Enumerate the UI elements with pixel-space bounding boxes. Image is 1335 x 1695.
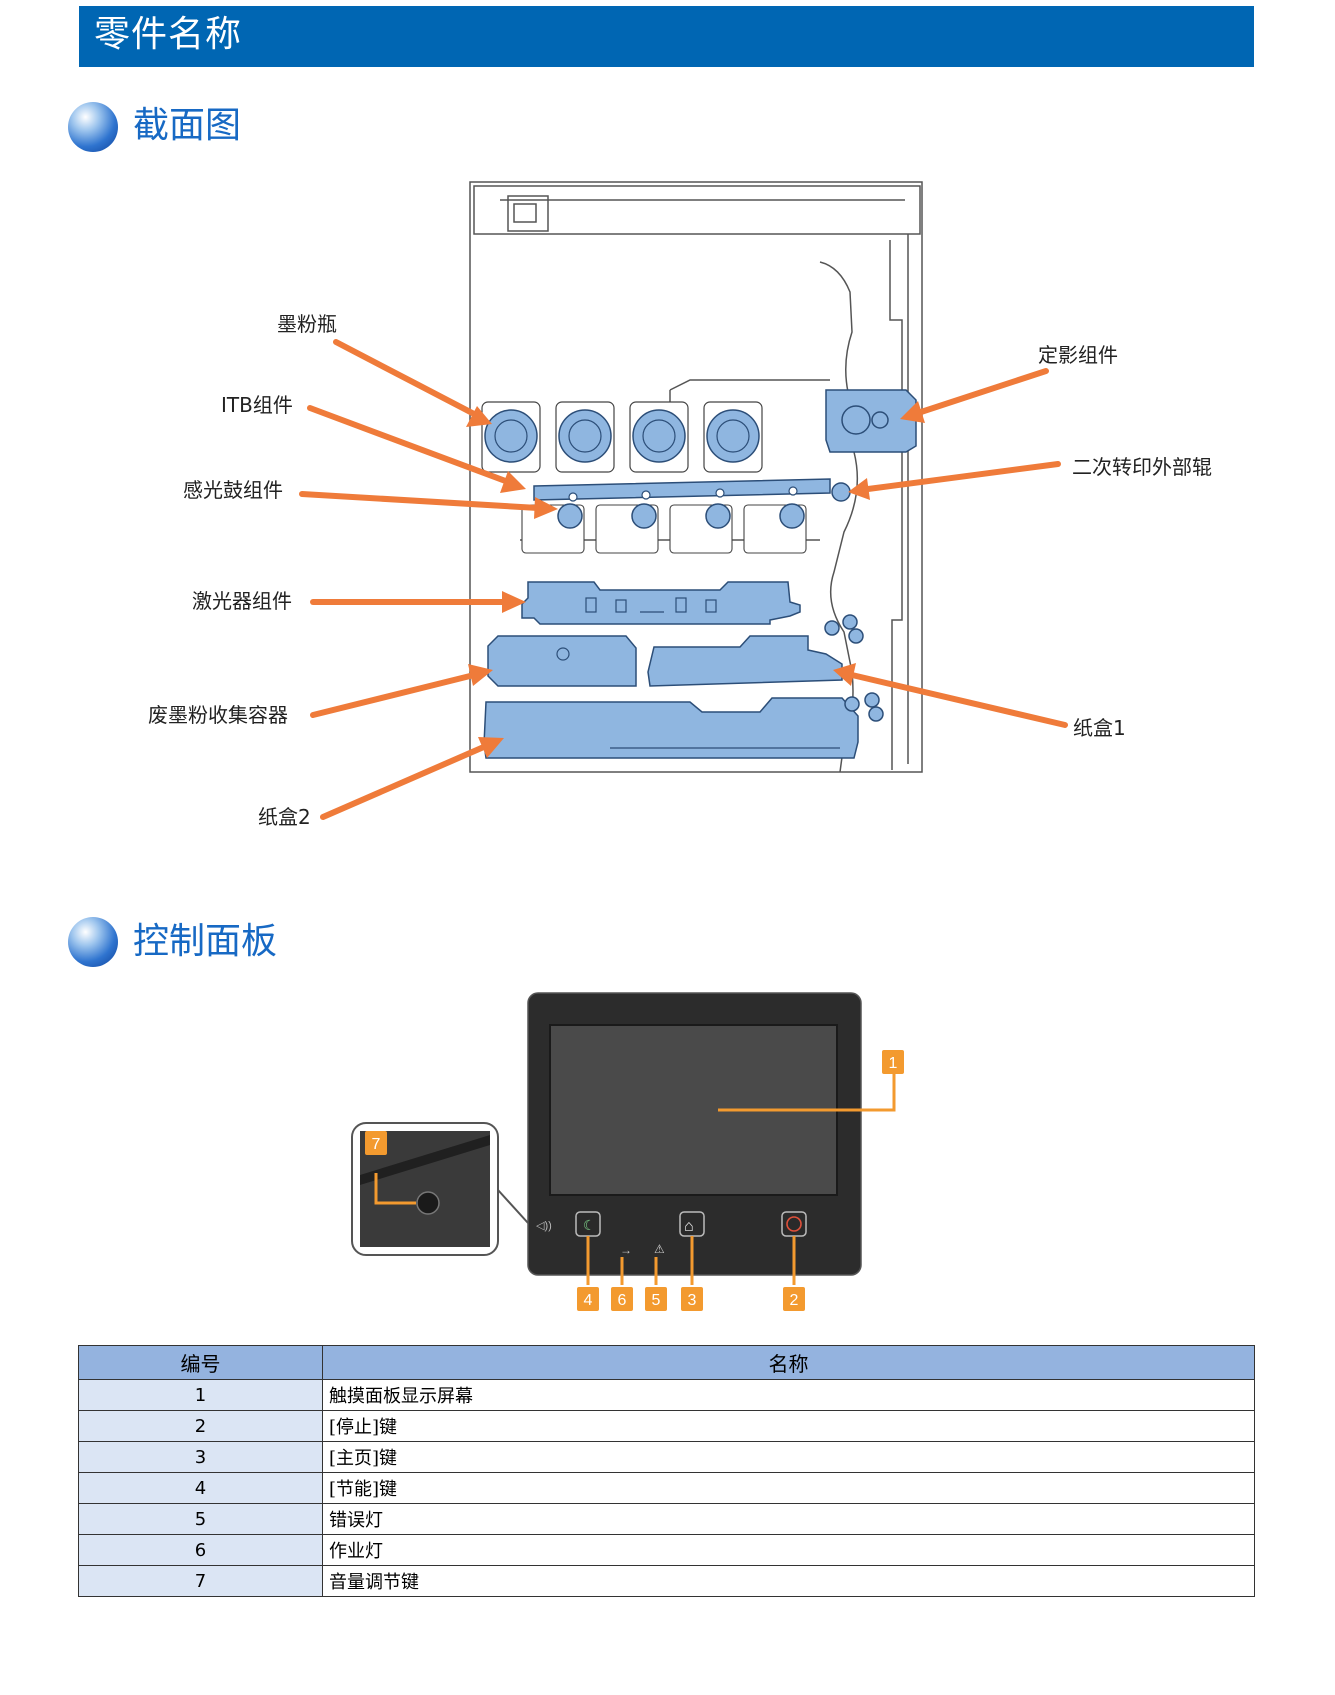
callout-1 xyxy=(882,1050,904,1074)
label-itb-unit: ITB组件 xyxy=(221,393,293,417)
callout-5 xyxy=(645,1287,667,1311)
moon-icon: ☾ xyxy=(583,1217,596,1233)
table-header-row: 编号 名称 xyxy=(78,1345,1255,1380)
cassette-2 xyxy=(483,697,859,759)
row-number: 2 xyxy=(78,1410,323,1442)
volume-key[interactable] xyxy=(416,1191,440,1215)
row-name: [主页]键 xyxy=(322,1441,1255,1473)
row-number: 4 xyxy=(78,1472,323,1504)
section-bullet-icon xyxy=(68,917,118,967)
section-title-control-panel: 控制面板 xyxy=(133,921,278,962)
home-icon: ⌂ xyxy=(684,1218,694,1235)
callout-4 xyxy=(577,1287,599,1311)
callout-6 xyxy=(611,1287,633,1311)
cassette-1 xyxy=(647,635,843,687)
section-bullet-icon xyxy=(68,102,118,152)
callout-6-number: 6 xyxy=(618,1292,627,1309)
callout-3-number: 3 xyxy=(688,1292,697,1309)
row-number: 6 xyxy=(78,1534,323,1566)
toner-bottles xyxy=(481,401,763,473)
label-fixing-unit: 定影组件 xyxy=(1038,343,1118,367)
fixing-unit xyxy=(825,389,917,453)
laser-unit xyxy=(521,581,801,625)
label-secondary-roller: 二次转印外部辊 xyxy=(1072,455,1212,479)
scanner-unit xyxy=(473,185,921,235)
header-name: 名称 xyxy=(322,1345,1255,1380)
label-drum-unit: 感光鼓组件 xyxy=(183,478,283,502)
table-row: 2[停止]键 xyxy=(78,1410,1255,1442)
row-name: 音量调节键 xyxy=(322,1565,1255,1597)
row-number: 7 xyxy=(78,1565,323,1597)
row-name: 触摸面板显示屏幕 xyxy=(322,1379,1255,1411)
callout-2 xyxy=(783,1287,805,1311)
waste-toner-container xyxy=(487,635,637,687)
stop-icon xyxy=(786,1216,802,1232)
callout-5-number: 5 xyxy=(652,1292,661,1309)
drum-units xyxy=(521,503,807,554)
callout-arrows xyxy=(299,339,1068,820)
label-cassette-1: 纸盒1 xyxy=(1073,716,1126,740)
secondary-transfer-roller xyxy=(831,482,851,502)
row-number: 3 xyxy=(78,1441,323,1473)
row-number: 5 xyxy=(78,1503,323,1535)
label-waste-toner: 废墨粉收集容器 xyxy=(148,703,288,727)
label-laser-unit: 激光器组件 xyxy=(192,589,292,613)
header-banner xyxy=(79,6,1254,67)
speaker-icon: ◁)) xyxy=(536,1220,552,1232)
page-title: 零件名称 xyxy=(94,14,243,55)
table-row: 3[主页]键 xyxy=(78,1441,1255,1473)
callout-7 xyxy=(365,1131,387,1155)
label-cassette-2: 纸盒2 xyxy=(258,805,311,829)
control-panel-illustration: ◁)) ☾ ⌂ → ⚠ 1 2 3 4 5 6 7 xyxy=(351,992,904,1311)
header-number: 编号 xyxy=(78,1345,323,1380)
row-name: [节能]键 xyxy=(322,1472,1255,1504)
row-name: 作业灯 xyxy=(322,1534,1255,1566)
row-number: 1 xyxy=(78,1379,323,1411)
section-title-cross-section: 截面图 xyxy=(133,105,242,146)
callout-4-number: 4 xyxy=(584,1292,593,1309)
callout-1-number: 1 xyxy=(889,1055,898,1072)
callout-7-number: 7 xyxy=(372,1136,381,1153)
stop-button[interactable] xyxy=(781,1211,807,1237)
machine-frame xyxy=(469,181,923,773)
callout-2-number: 2 xyxy=(790,1292,799,1309)
label-toner-bottle: 墨粉瓶 xyxy=(277,312,337,336)
row-name: [停止]键 xyxy=(322,1410,1255,1442)
table-row: 4[节能]键 xyxy=(78,1472,1255,1504)
row-name: 错误灯 xyxy=(322,1503,1255,1535)
cross-section-diagram xyxy=(299,181,1068,820)
error-lamp-icon: ⚠ xyxy=(654,1242,665,1256)
job-lamp-icon: → xyxy=(620,1243,632,1257)
itb-belt xyxy=(533,478,831,501)
callout-3 xyxy=(681,1287,703,1311)
